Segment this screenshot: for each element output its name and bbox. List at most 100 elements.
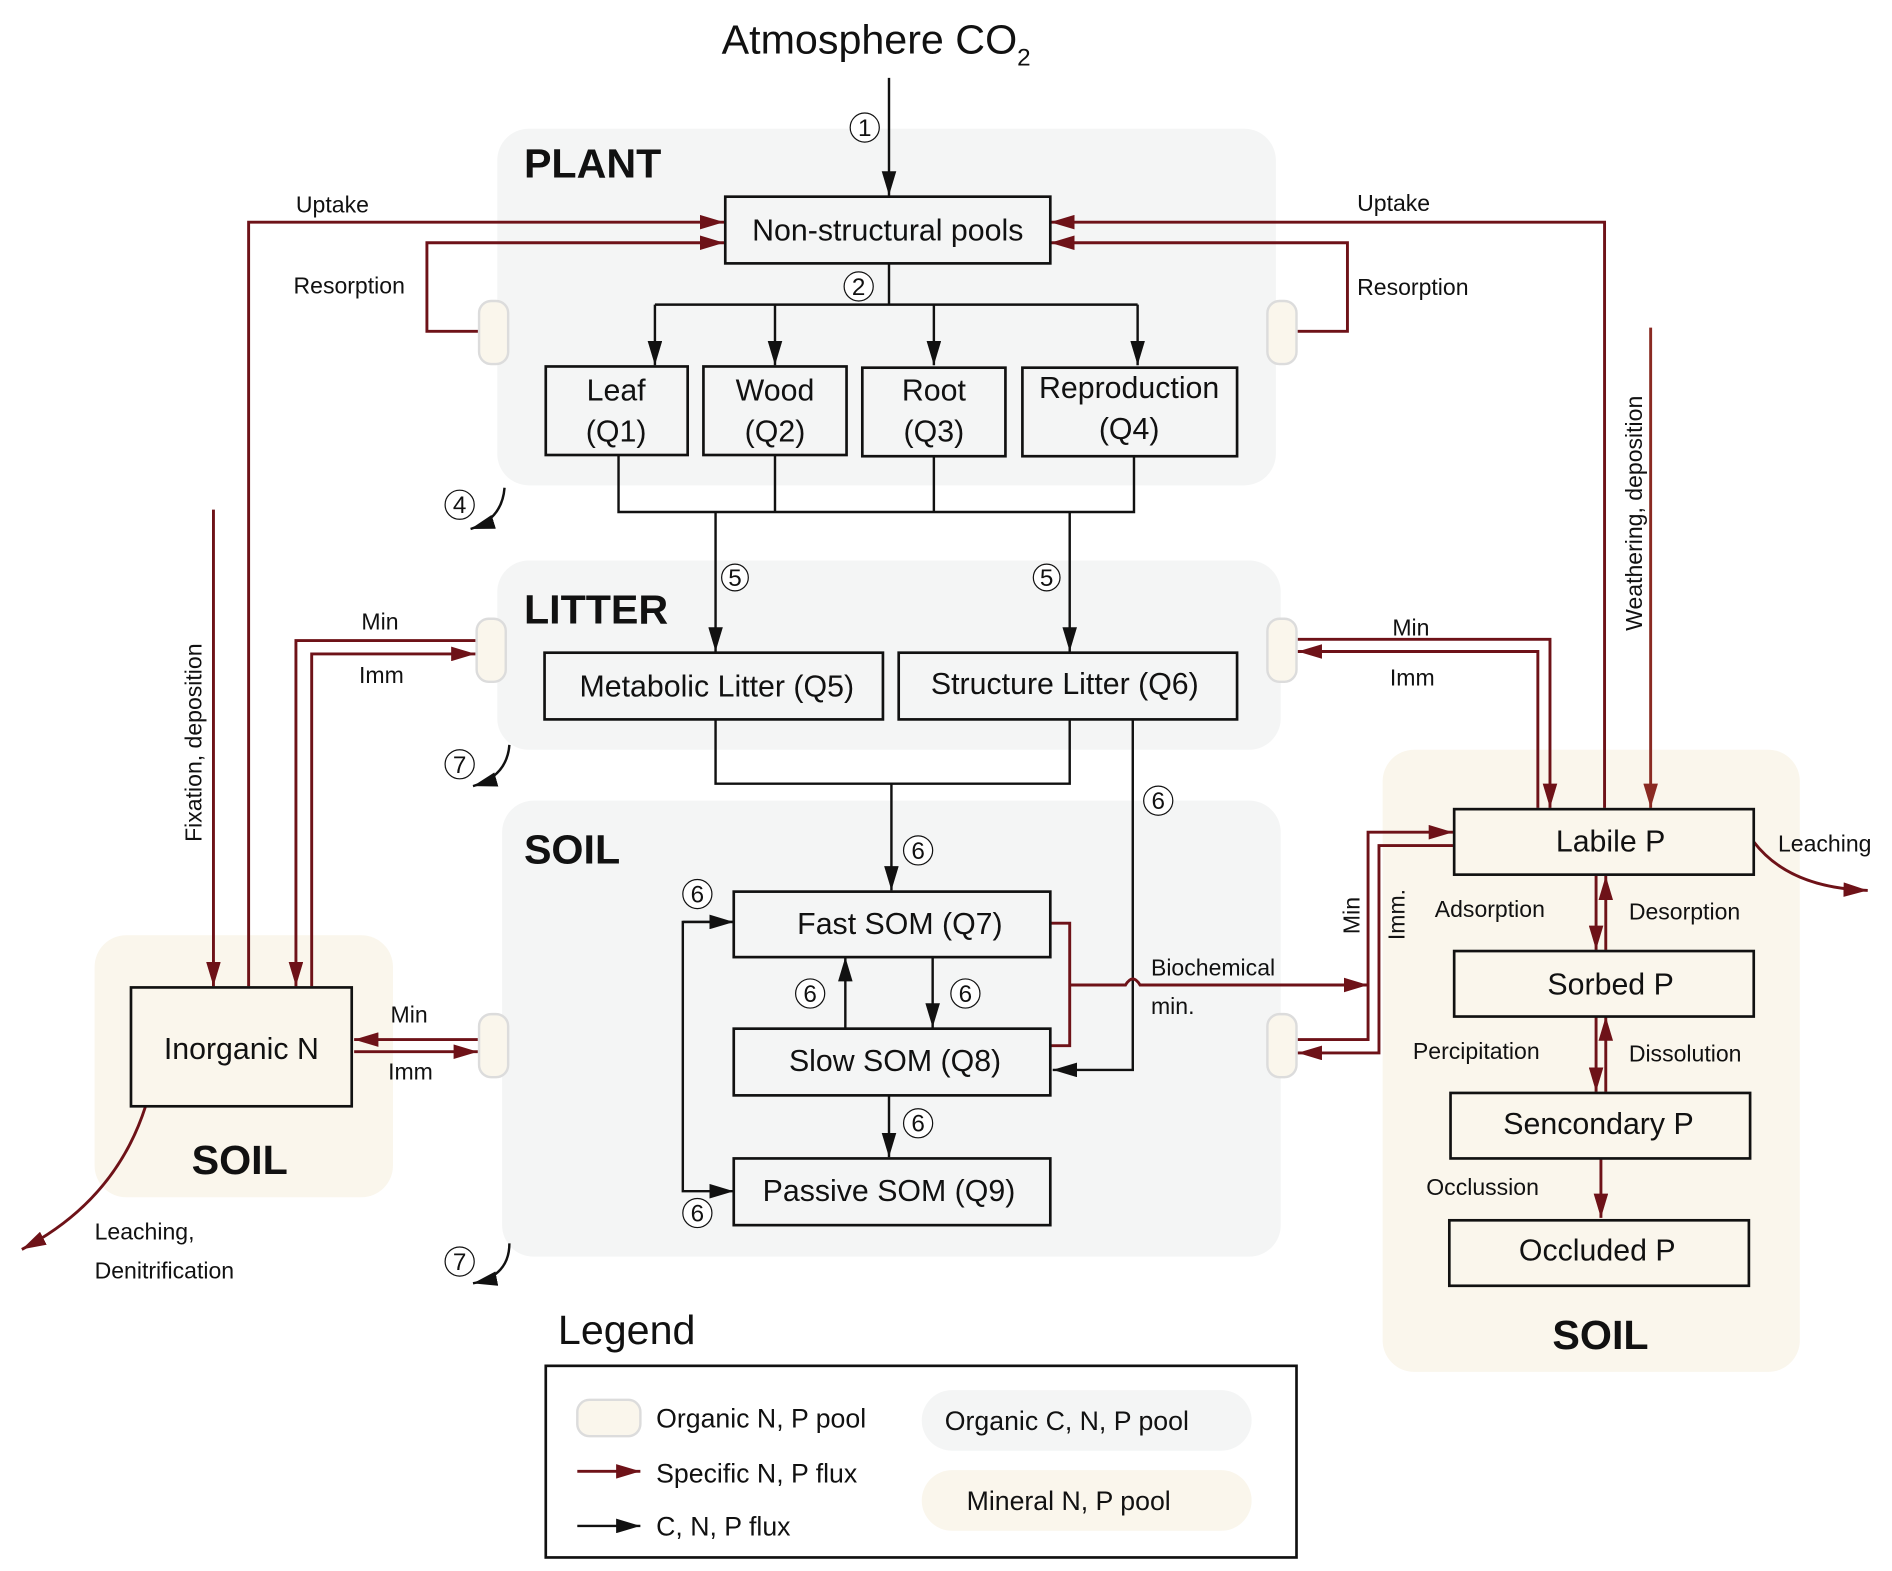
slow-som-label: Slow SOM (Q8) [789,1045,1001,1078]
weathering-deposition-label: Weathering, deposition [1621,396,1647,631]
dissolution-label: Dissolution [1629,1040,1742,1066]
fast-som-box: Fast SOM (Q7) [732,890,1052,959]
atmosphere-co2-title: Atmosphere CO2 [722,17,1031,72]
svg-text:5: 5 [1040,565,1054,592]
slow-som-box: Slow SOM (Q8) [732,1027,1052,1097]
process-7b-arrow [472,1243,511,1286]
organic-np-pool-soil-right [1266,1012,1298,1079]
occluded-p-box: Occluded P [1447,1218,1751,1288]
root-label: Root [902,374,967,407]
soil-min-right-label: Min [1339,897,1365,934]
legend-mineral-np-pool-label: Mineral N, P pool [967,1486,1171,1516]
leaching-n-label-2: Denitrification [95,1258,235,1284]
soil-center-section-label: SOIL [524,827,620,873]
occlusion-label: Occlussion [1426,1174,1539,1200]
litter-imm-right-flux [1297,644,1540,808]
process-6c-marker: 6 [682,878,713,910]
reproduction-box: Reproduction (Q4) [1021,366,1239,458]
wood-label: Wood [736,374,815,407]
sorbed-p-label: Sorbed P [1547,969,1673,1002]
leaching-denitrification-flux [21,1105,147,1251]
litter-min-left-label: Min [361,609,398,635]
process-6a-marker: 6 [1143,785,1174,816]
legend-organic-np-pool-swatch [576,1398,642,1438]
allocation-flux [654,263,1138,306]
svg-text:6: 6 [959,981,973,1008]
cnp-fluxes [470,77,1145,1286]
process-6d-marker: 6 [795,978,826,1009]
labile-p-box: Labile P [1452,807,1756,876]
legend-organic-cnp-pool-swatch [921,1390,1252,1451]
nonstructural-pools-box: Non-structural pools [723,195,1052,265]
leaf-box: Leaf (Q1) [544,365,690,457]
litter-min-left-flux [288,639,476,987]
soil-imm-left-label: Imm [388,1059,433,1085]
legend: Legend Organic N, P pool Specific N, P f… [544,1307,1298,1559]
svg-text:6: 6 [803,981,817,1008]
process-7a-arrow [472,744,511,788]
svg-text:6: 6 [1151,788,1165,815]
litter-min-right-flux [1297,637,1558,808]
svg-text:7: 7 [453,1249,467,1276]
resorption-left-flux [425,235,725,333]
metabolic-litter-label: Metabolic Litter (Q5) [579,670,854,703]
secondary-p-box: Sencondary P [1449,1091,1752,1160]
svg-text:5: 5 [728,565,742,592]
uptake-right-label: Uptake [1357,190,1430,216]
labile-p-label: Labile P [1556,826,1666,859]
process-2-marker: 2 [843,271,874,302]
structure-to-slow-som-arrow [1052,719,1134,1078]
wood-code: (Q2) [745,416,806,449]
litter-imm-left-label: Imm [359,662,404,688]
legend-organic-cnp-pool-label: Organic C, N, P pool [945,1406,1189,1436]
precipitation-label: Percipitation [1413,1038,1540,1064]
inorganic-n-label: Inorganic N [164,1033,319,1066]
process-6g-marker: 6 [682,1197,713,1229]
organic-np-pool-plant-right [1266,299,1298,366]
soil-right-panel [1382,749,1800,1372]
legend-mineral-np-pool-swatch [921,1470,1252,1531]
biochemical-label: Biochemical [1151,954,1275,980]
svg-text:6: 6 [911,838,925,865]
root-code: (Q3) [904,416,965,449]
legend-specific-np-flux-label: Specific N, P flux [656,1458,858,1488]
uptake-right-flux [1050,214,1607,808]
resorption-right-flux [1050,235,1349,333]
litterfall-collector [617,455,1136,514]
svg-text:7: 7 [453,752,467,779]
soil-left-section-label: SOIL [192,1137,288,1183]
root-box: Root (Q3) [860,366,1007,458]
svg-text:6: 6 [691,882,705,909]
resorption-left-label: Resorption [294,273,405,299]
process-6f-marker: 6 [902,1108,934,1139]
inorganic-n-box: Inorganic N [129,986,354,1108]
uptake-left-label: Uptake [296,191,369,217]
biochemical-min-flux [1050,921,1369,1048]
secondary-p-label: Sencondary P [1503,1108,1693,1141]
legend-cnp-flux-label: C, N, P flux [656,1512,791,1542]
passive-som-label: Passive SOM (Q9) [763,1175,1016,1208]
leaching-p-flux [1752,841,1868,897]
process-6b-marker: 6 [902,835,934,866]
adsorption-label: Adsorption [1435,896,1545,922]
svg-text:6: 6 [691,1201,705,1228]
process-7a-marker: 7 [444,749,475,780]
leaf-label: Leaf [587,374,647,407]
biochemical-min-label: min. [1151,993,1195,1019]
leaf-code: (Q1) [586,416,647,449]
litter-imm-left-flux [310,646,476,987]
occluded-p-label: Occluded P [1519,1234,1676,1267]
process-4-marker: 4 [444,489,475,520]
reproduction-code: (Q4) [1099,413,1160,446]
svg-text:4: 4 [453,492,467,519]
litter-imm-right-label: Imm [1390,664,1435,690]
organic-np-pool-soil-left [477,1012,510,1079]
fixation-deposition-label: Fixation, deposition [180,643,206,841]
litter-min-right-label: Min [1392,615,1429,641]
resorption-right-label: Resorption [1357,274,1468,300]
svg-text:1: 1 [858,115,872,142]
uptake-left-flux [247,214,725,987]
plant-section-label: PLANT [524,140,661,186]
structure-litter-label: Structure Litter (Q6) [931,668,1199,701]
passive-som-box: Passive SOM (Q9) [732,1157,1052,1227]
